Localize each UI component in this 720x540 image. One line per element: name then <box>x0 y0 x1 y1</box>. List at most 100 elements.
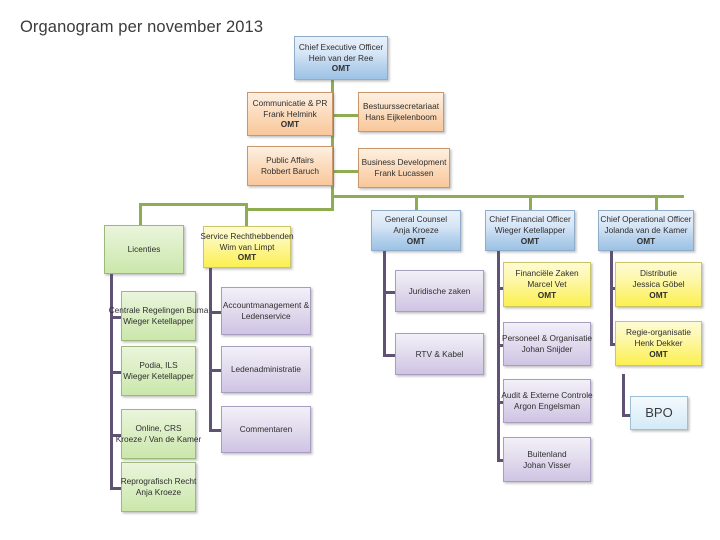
node-communicatie-pr-badge: OMT <box>280 119 300 130</box>
node-centrale-regelingen-person: Wieger Ketellapper <box>123 316 194 326</box>
connector-left-riser <box>245 203 248 209</box>
node-ledenadministratie[interactable]: Ledenadministratie <box>221 346 311 393</box>
node-ledenadministratie-role: Ledenadministratie <box>230 364 302 375</box>
node-buitenland-person: Johan Visser <box>523 459 571 470</box>
connector-gc-to-juridische-zaken <box>383 291 396 294</box>
connector-regie-to-bpo <box>622 414 637 417</box>
connector-gc-spine <box>383 250 386 356</box>
node-online-crs-person: Kroeze / Van de Kamer <box>115 434 202 444</box>
connector-licenties-to-centrale-regelingen <box>110 316 122 319</box>
node-ceo[interactable]: Chief Executive Officer Hein van der Ree… <box>294 36 388 80</box>
connector-to-general-counsel <box>415 195 418 210</box>
node-ceo-badge: OMT <box>331 63 351 74</box>
node-public-affairs-role: Public Affairs <box>266 155 314 166</box>
node-juridische-zaken[interactable]: Juridische zaken <box>395 270 484 312</box>
connector-trunk-right <box>331 195 684 198</box>
node-audit-externe-controle-person: Argon Engelsman <box>514 401 580 411</box>
node-personeel-organisatie-role: Personeel & Organisatie <box>502 333 592 344</box>
node-business-development[interactable]: Business Development Frank Lucassen <box>358 148 450 188</box>
node-licenties-role: Licenties <box>127 244 161 255</box>
node-bestuurssecretariaat-person: Hans Eijkelenboom <box>365 112 437 122</box>
node-online-crs[interactable]: Online, CRS Kroeze / Van de Kamer <box>116 409 201 459</box>
connector-ceo-stem <box>331 80 334 197</box>
connector-trunk-far-left <box>139 203 248 206</box>
node-service-rechthebbenden-person: Wim van Limpt <box>219 241 275 252</box>
node-communicatie-pr-person: Frank Helmink <box>263 108 317 119</box>
node-podia-ils-person: Wieger Ketellapper <box>123 371 194 381</box>
node-cfo-person: Wieger Ketellapper <box>494 225 566 236</box>
node-reprografisch-recht-role: Reprografisch Recht <box>120 476 197 487</box>
node-regie-organisatie[interactable]: Regie-organisatie Henk Dekker OMT <box>615 321 702 366</box>
node-coo-badge: OMT <box>636 235 656 246</box>
node-general-counsel-badge: OMT <box>406 235 426 246</box>
connector-licenties-to-podia <box>110 371 122 374</box>
node-coo-role: Chief Operational Officer <box>600 214 692 225</box>
node-general-counsel-role: General Counsel <box>384 214 448 225</box>
node-distributie[interactable]: Distributie Jessica Göbel OMT <box>615 262 702 307</box>
node-distributie-role: Distributie <box>640 268 677 279</box>
node-distributie-badge: OMT <box>649 289 668 300</box>
node-bpo[interactable]: BPO <box>630 396 688 430</box>
connector-licenties-to-online <box>110 434 122 437</box>
node-ceo-role: Chief Executive Officer <box>298 41 384 52</box>
node-audit-externe-controle[interactable]: Audit & Externe Controle Argon Engelsman <box>501 379 593 423</box>
connector-to-cfo <box>529 195 532 210</box>
node-juridische-zaken-role: Juridische zaken <box>408 285 471 296</box>
node-bestuurssecretariaat[interactable]: Bestuurssecretariaat Hans Eijkelenboom <box>358 92 444 132</box>
node-podia-ils-role: Podia, ILS <box>139 360 178 371</box>
node-licenties[interactable]: Licenties <box>104 225 184 274</box>
connector-service-to-commentaren <box>209 429 222 432</box>
node-financiele-zaken-badge: OMT <box>537 289 557 300</box>
node-cfo[interactable]: Chief Financial Officer Wieger Ketellapp… <box>485 210 575 251</box>
node-podia-ils[interactable]: Podia, ILS Wieger Ketellapper <box>121 346 196 396</box>
node-coo[interactable]: Chief Operational Officer Jolanda van de… <box>598 210 694 251</box>
connector-licenties-spine <box>110 274 113 489</box>
node-personeel-organisatie[interactable]: Personeel & Organisatie Johan Snijder <box>502 322 592 366</box>
node-centrale-regelingen-role: Centrale Regelingen Buma <box>108 305 209 316</box>
node-financiele-zaken-person: Marcel Vet <box>527 279 567 290</box>
node-online-crs-role: Online, CRS <box>135 423 182 434</box>
node-buitenland[interactable]: Buitenland Johan Visser <box>503 437 591 482</box>
node-commentaren-role: Commentaren <box>239 424 293 435</box>
node-financiele-zaken-role: Financiële Zaken <box>515 268 579 279</box>
connector-to-coo <box>655 195 658 210</box>
node-service-rechthebbenden[interactable]: Service Rechthebbenden Wim van Limpt OMT <box>200 226 294 268</box>
node-rtv-kabel-role: RTV & Kabel <box>415 348 464 359</box>
node-accountmanagement-person: Ledenservice <box>241 311 291 321</box>
node-service-rechthebbenden-badge: OMT <box>237 252 257 263</box>
node-public-affairs[interactable]: Public Affairs Robbert Baruch <box>247 146 333 186</box>
connector-cfo-spine <box>497 250 500 461</box>
connector-licenties-to-reprografisch <box>110 487 122 490</box>
page-title: Organogram per november 2013 <box>20 18 264 36</box>
node-cfo-badge: OMT <box>520 235 540 246</box>
connector-ceo-to-bestuurssecretariaat <box>331 114 358 117</box>
node-commentaren[interactable]: Commentaren <box>221 406 311 453</box>
node-bestuurssecretariaat-role: Bestuurssecretariaat <box>362 101 440 112</box>
node-general-counsel[interactable]: General Counsel Anja Kroeze OMT <box>371 210 461 251</box>
connector-ceo-to-business-development <box>331 170 358 173</box>
connector-service-to-accountmanagement <box>209 311 222 314</box>
connector-gc-to-rtv-kabel <box>383 354 396 357</box>
node-rtv-kabel[interactable]: RTV & Kabel <box>395 333 484 375</box>
node-audit-externe-controle-role: Audit & Externe Controle <box>501 390 593 401</box>
connector-regie-to-bpo-drop <box>622 374 625 415</box>
node-accountmanagement[interactable]: Accountmanagement & Ledenservice <box>221 287 311 335</box>
node-financiele-zaken[interactable]: Financiële Zaken Marcel Vet OMT <box>503 262 591 307</box>
connector-service-to-ledenadministratie <box>209 369 222 372</box>
node-business-development-person: Frank Lucassen <box>374 168 434 178</box>
node-regie-organisatie-role: Regie-organisatie <box>625 327 692 338</box>
node-bpo-role: BPO <box>645 405 673 421</box>
connector-to-licenties <box>139 203 142 225</box>
node-cfo-role: Chief Financial Officer <box>489 214 571 225</box>
node-distributie-person: Jessica Göbel <box>632 279 685 290</box>
node-reprografisch-recht-person: Anja Kroeze <box>135 487 182 497</box>
node-public-affairs-person: Robbert Baruch <box>260 166 320 176</box>
node-communicatie-pr-role: Communicatie & PR <box>252 97 328 108</box>
node-reprografisch-recht[interactable]: Reprografisch Recht Anja Kroeze <box>121 462 196 512</box>
node-accountmanagement-role: Accountmanagement & <box>222 300 310 311</box>
node-centrale-regelingen[interactable]: Centrale Regelingen Buma Wieger Ketellap… <box>109 291 208 341</box>
node-service-rechthebbenden-role: Service Rechthebbenden <box>200 230 294 241</box>
node-communicatie-pr[interactable]: Communicatie & PR Frank Helmink OMT <box>247 92 333 136</box>
node-coo-person: Jolanda van de Kamer <box>604 225 688 236</box>
